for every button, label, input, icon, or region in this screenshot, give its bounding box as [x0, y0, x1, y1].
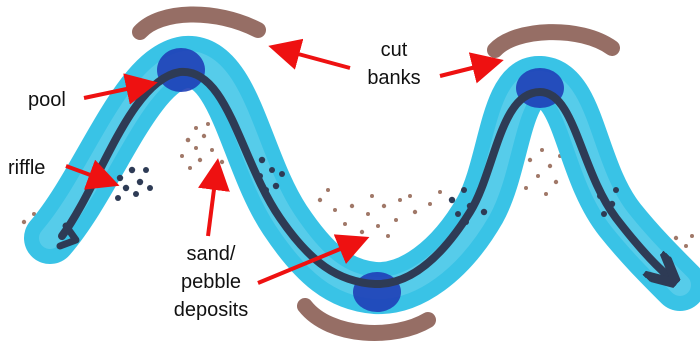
label-riffle: riffle	[8, 156, 45, 180]
pointer-arrow-deposit-up	[208, 166, 217, 236]
cut-bank-right	[495, 32, 612, 50]
label-pool: pool	[28, 88, 66, 112]
label-pebble: pebble	[168, 270, 254, 294]
cut-bank-left	[140, 14, 258, 32]
label-cut: cut	[362, 38, 426, 62]
pointer-arrow-cut-left	[276, 48, 350, 68]
label-banks: banks	[362, 66, 426, 90]
label-sand: sand/	[168, 242, 254, 266]
label-deposits: deposits	[168, 298, 254, 322]
pointer-arrow-cut-right	[440, 62, 496, 76]
